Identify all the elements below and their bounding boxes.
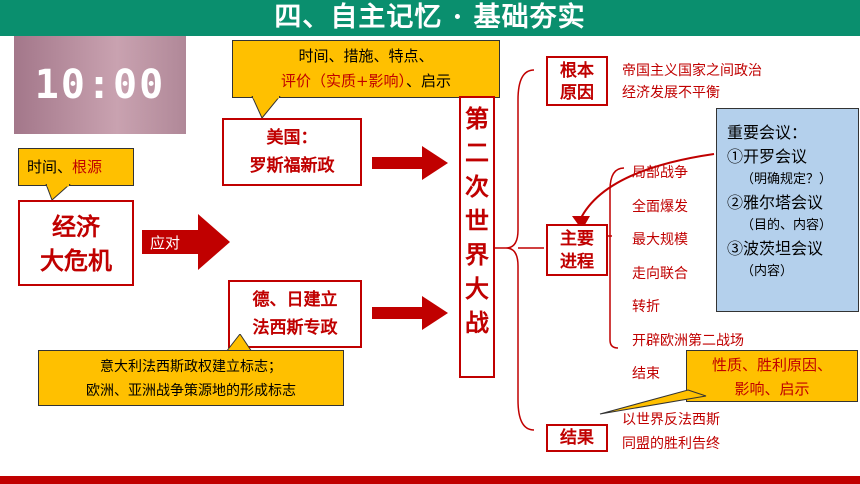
result-label: 结果 xyxy=(546,424,608,452)
callout-top-rest: 、启示 xyxy=(406,72,452,90)
callout-end-tail xyxy=(599,389,707,415)
stage-item: 结束 xyxy=(632,366,660,382)
callout-left: 时间、根源 xyxy=(18,148,134,186)
usa-arrow xyxy=(372,146,448,180)
ww2-char: 次 xyxy=(465,172,489,201)
process-label2: 进程 xyxy=(560,252,594,272)
callout-top: 时间、措施、特点、 评价（实质+影响）、启示 xyxy=(232,40,500,98)
stage-item: 开辟欧洲第二战场 xyxy=(632,332,744,349)
ww2-char: 界 xyxy=(465,240,489,269)
callout-left-plain: 时间、 xyxy=(27,158,73,176)
callout-bottom: 意大利法西斯政权建立标志； 欧洲、亚洲战争策源地的形成标志 xyxy=(38,350,344,406)
germany-arrow xyxy=(372,296,448,330)
process-stages: 局部战争 全面爆发 最大规模 走向联合 转折 开辟欧洲第二战场 结束 xyxy=(632,157,792,392)
ww2-char: 世 xyxy=(465,206,489,235)
countdown-timer: 10:00 xyxy=(14,36,186,134)
process-label1: 主要 xyxy=(560,229,594,249)
connector-lines xyxy=(494,69,715,431)
crisis-line2: 大危机 xyxy=(40,246,112,275)
stage-item: 全面爆发 xyxy=(632,198,688,215)
ww2-char: 大 xyxy=(465,274,489,303)
economic-crisis-box: 经济 大危机 xyxy=(18,200,134,286)
meeting-note: （内容） xyxy=(741,264,794,279)
stage-item: 最大规模 xyxy=(632,232,688,248)
callout-left-red: 根源 xyxy=(72,158,103,176)
root-cause-label1: 根本 xyxy=(560,61,594,81)
respond-label: 应对 xyxy=(150,234,181,252)
ww2-vertical-title: 第 二 次 世 界 大 战 xyxy=(459,96,495,378)
callout-end-line1: 性质、胜利原因、 xyxy=(711,356,832,374)
meeting-name: ①开罗会议 xyxy=(727,147,808,166)
result-text2: 同盟的胜利告终 xyxy=(622,436,720,452)
important-meetings-box: 重要会议： ①开罗会议 （明确规定？） ②雅尔塔会议 （目的、内容） ③波茨坦会… xyxy=(716,108,859,312)
root-cause-text: 帝国主义国家之间政治 经济发展不平衡 xyxy=(622,60,822,104)
germany-line1: 德、日建立 xyxy=(252,290,338,310)
meeting-note: （目的、内容） xyxy=(741,218,833,233)
callout-top-red: 评价（实质+影响） xyxy=(280,72,407,90)
callout-end: 性质、胜利原因、 影响、启示 xyxy=(686,350,858,402)
callout-bottom-line2: 欧洲、亚洲战争策源地的形成标志 xyxy=(86,383,296,399)
ww2-char: 第 xyxy=(465,104,489,133)
stage-item: 转折 xyxy=(632,299,660,315)
callout-end-line2: 影响、启示 xyxy=(734,380,810,398)
process-label: 主要 进程 xyxy=(546,224,608,276)
root-cause-text1: 帝国主义国家之间政治 xyxy=(622,63,762,79)
meeting-name: ②雅尔塔会议 xyxy=(727,193,824,212)
result-text1: 以世界反法西斯 xyxy=(622,412,720,428)
root-cause-label: 根本 原因 xyxy=(546,56,608,106)
usa-line1: 美国： xyxy=(266,128,318,148)
meeting-note: （明确规定？） xyxy=(741,172,833,187)
root-cause-label2: 原因 xyxy=(560,83,594,103)
germany-japan-box: 德、日建立 法西斯专政 xyxy=(228,280,362,348)
callout-top-tail xyxy=(251,96,281,119)
usa-line2: 罗斯福新政 xyxy=(249,156,335,176)
stage-item: 走向联合 xyxy=(632,265,688,282)
callout-top-line2: 评价（实质+影响）、启示 xyxy=(233,69,499,94)
timer-readout: 10:00 xyxy=(34,62,166,108)
meetings-heading: 重要会议： xyxy=(727,123,808,142)
result-text: 以世界反法西斯 同盟的胜利告终 xyxy=(622,408,822,456)
callout-left-tail xyxy=(45,184,71,201)
stage-item: 局部战争 xyxy=(632,165,688,181)
callout-bottom-line1: 意大利法西斯政权建立标志； xyxy=(100,359,282,375)
respond-arrow xyxy=(142,214,230,270)
page-title: 四、自主记忆 · 基础夯实 xyxy=(0,0,860,36)
root-cause-text2: 经济发展不平衡 xyxy=(622,85,720,101)
callout-top-line1: 时间、措施、特点、 xyxy=(298,47,434,65)
bottom-bar xyxy=(0,476,860,484)
crisis-line1: 经济 xyxy=(52,212,100,241)
germany-line2: 法西斯专政 xyxy=(252,318,338,338)
usa-new-deal-box: 美国： 罗斯福新政 xyxy=(222,118,362,186)
ww2-char: 二 xyxy=(465,138,489,167)
meeting-name: ③波茨坦会议 xyxy=(727,239,824,258)
ww2-char: 战 xyxy=(465,308,489,337)
